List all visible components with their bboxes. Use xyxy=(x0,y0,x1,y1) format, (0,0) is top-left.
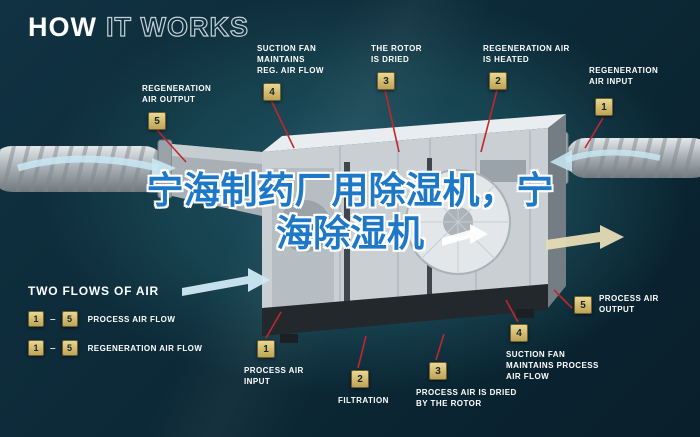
callout-process-air-input: 1 PROCESS AIR INPUT xyxy=(244,340,304,386)
callout-text: OUTPUT xyxy=(599,305,635,314)
callout-text: AIR OUTPUT xyxy=(142,95,196,104)
title-how: HOW xyxy=(28,12,97,42)
legend-badge-end: 5 xyxy=(61,311,78,327)
legend-label: PROCESS AIR FLOW xyxy=(87,314,176,324)
callout-process-air-output: 5 PROCESS AIR OUTPUT xyxy=(574,294,659,314)
callout-text: REGENERATION AIR xyxy=(483,44,570,53)
callout-text: THE ROTOR xyxy=(371,44,423,53)
callout-lines xyxy=(156,89,604,369)
callout-suction-fan-reg: SUCTION FAN MAINTAINS REG. AIR FLOW 4 xyxy=(257,44,324,101)
callout-suction-fan-process: 4 SUCTION FAN MAINTAINS PROCESS AIR FLOW xyxy=(506,324,599,381)
callout-text: PROCESS AIR IS DRIED xyxy=(416,388,517,397)
step-badge: 5 xyxy=(148,112,166,130)
callout-text: MAINTAINS xyxy=(257,55,305,64)
callout-regeneration-air-input: REGENERATION AIR INPUT 1 xyxy=(589,66,658,116)
step-badge: 1 xyxy=(257,340,275,358)
title-it-works: IT WORKS xyxy=(105,11,249,42)
reg-flow-arrow-right-duct xyxy=(565,149,661,163)
callout-regeneration-air-output: REGENERATION AIR OUTPUT 5 xyxy=(142,84,211,130)
callout-text: AIR INPUT xyxy=(589,77,634,86)
step-badge: 1 xyxy=(595,98,613,116)
callout-text: PROCESS AIR xyxy=(244,366,304,375)
callout-text: IS DRIED xyxy=(371,55,410,64)
callout-text: BY THE ROTOR xyxy=(416,399,482,408)
left-spiral-duct xyxy=(0,139,262,216)
callout-text: PROCESS AIR xyxy=(599,294,659,303)
callout-text: SUCTION FAN xyxy=(506,350,566,359)
legend-dash: – xyxy=(50,342,56,354)
step-badge: 4 xyxy=(263,83,281,101)
page-title: HOW IT WORKS xyxy=(28,11,249,43)
watermark-line-2: 海除湿机 xyxy=(276,212,424,254)
watermark-line-1: 宁海制药厂用除湿机，宁 xyxy=(146,170,554,211)
legend-badge-start: 1 xyxy=(28,340,44,356)
callout-text: AIR FLOW xyxy=(506,372,550,381)
rotor xyxy=(405,169,511,275)
callout-process-air-dried: 3 PROCESS AIR IS DRIED BY THE ROTOR xyxy=(416,362,517,408)
legend-two-flows: TWO FLOWS OF AIR 1 – 5 PROCESS AIR FLOW … xyxy=(28,284,202,369)
callout-rotor-dried: THE ROTOR IS DRIED 3 xyxy=(371,44,422,90)
step-badge: 3 xyxy=(429,362,447,380)
legend-row-process: 1 – 5 PROCESS AIR FLOW xyxy=(28,311,202,327)
heater-box xyxy=(480,160,526,182)
callout-text: MAINTAINS PROCESS xyxy=(506,361,599,370)
process-inflow-arrow xyxy=(182,268,270,296)
callout-text: SUCTION FAN xyxy=(257,44,317,53)
legend-badge-start: 1 xyxy=(28,311,44,327)
legend-label: REGENERATION AIR FLOW xyxy=(87,343,203,353)
callout-text: FILTRATION xyxy=(338,396,389,405)
airflow-arrows xyxy=(17,149,661,296)
machine-body xyxy=(262,114,566,343)
step-badge: 3 xyxy=(377,72,395,90)
step-badge: 2 xyxy=(351,370,369,388)
process-outflow-arrow xyxy=(546,225,624,250)
callout-text: REGENERATION xyxy=(589,66,659,75)
reg-flow-arrow-left-duct xyxy=(17,155,159,172)
legend-row-regeneration: 1 – 5 REGENERATION AIR FLOW xyxy=(28,340,202,356)
legend-title: TWO FLOWS OF AIR xyxy=(28,284,160,298)
step-badge: 5 xyxy=(574,296,592,314)
callout-text: REG. AIR FLOW xyxy=(257,66,324,75)
legend-badge-end: 5 xyxy=(61,340,78,356)
watermark-arrow xyxy=(442,224,488,246)
step-badge: 4 xyxy=(510,324,528,342)
callout-filtration: 2 FILTRATION xyxy=(338,370,389,405)
callout-regeneration-air-heated: REGENERATION AIR IS HEATED 2 xyxy=(483,44,570,90)
callout-text: REGENERATION xyxy=(142,84,212,93)
machine-base xyxy=(262,284,548,336)
legend-dash: – xyxy=(50,313,56,325)
callout-text: INPUT xyxy=(244,377,271,386)
step-badge: 2 xyxy=(489,72,507,90)
callout-text: IS HEATED xyxy=(483,55,530,64)
chinese-watermark-title: 宁海制药厂用除湿机，宁 海除湿机 xyxy=(0,170,700,256)
